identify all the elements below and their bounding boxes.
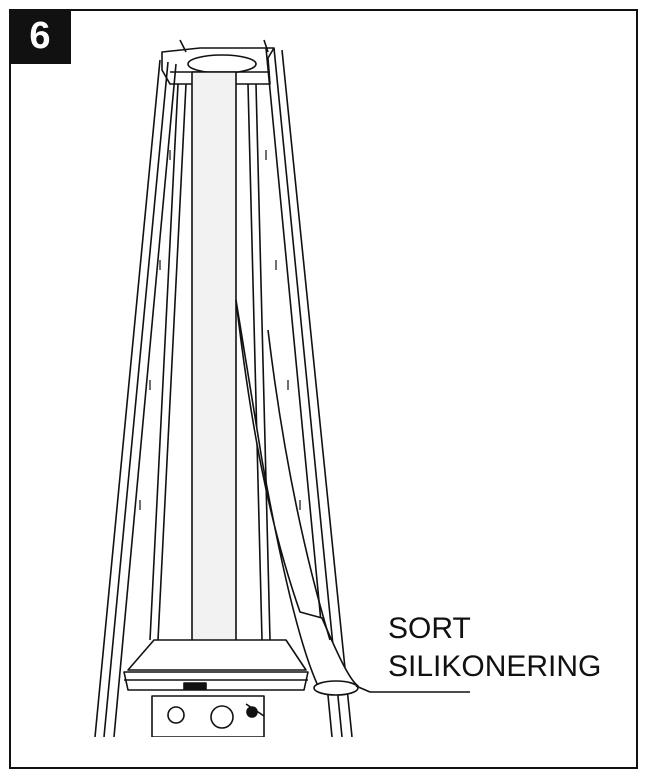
control-box xyxy=(151,695,265,737)
left-leg-inner xyxy=(149,83,187,641)
callout-line-2: SILIKONERING xyxy=(388,650,602,683)
right-leg-inner xyxy=(247,83,271,641)
base-platform xyxy=(123,639,309,691)
heater-assembly-drawing xyxy=(94,39,470,737)
left-leg-outer xyxy=(94,59,177,737)
step-number-badge: 6 xyxy=(9,9,71,64)
callout-label: SORT SILIKONERING xyxy=(388,610,601,686)
callout-line-1: SORT xyxy=(388,612,471,645)
glass-tube xyxy=(191,71,237,660)
top-cap xyxy=(161,39,275,85)
callout-leader xyxy=(355,685,470,693)
